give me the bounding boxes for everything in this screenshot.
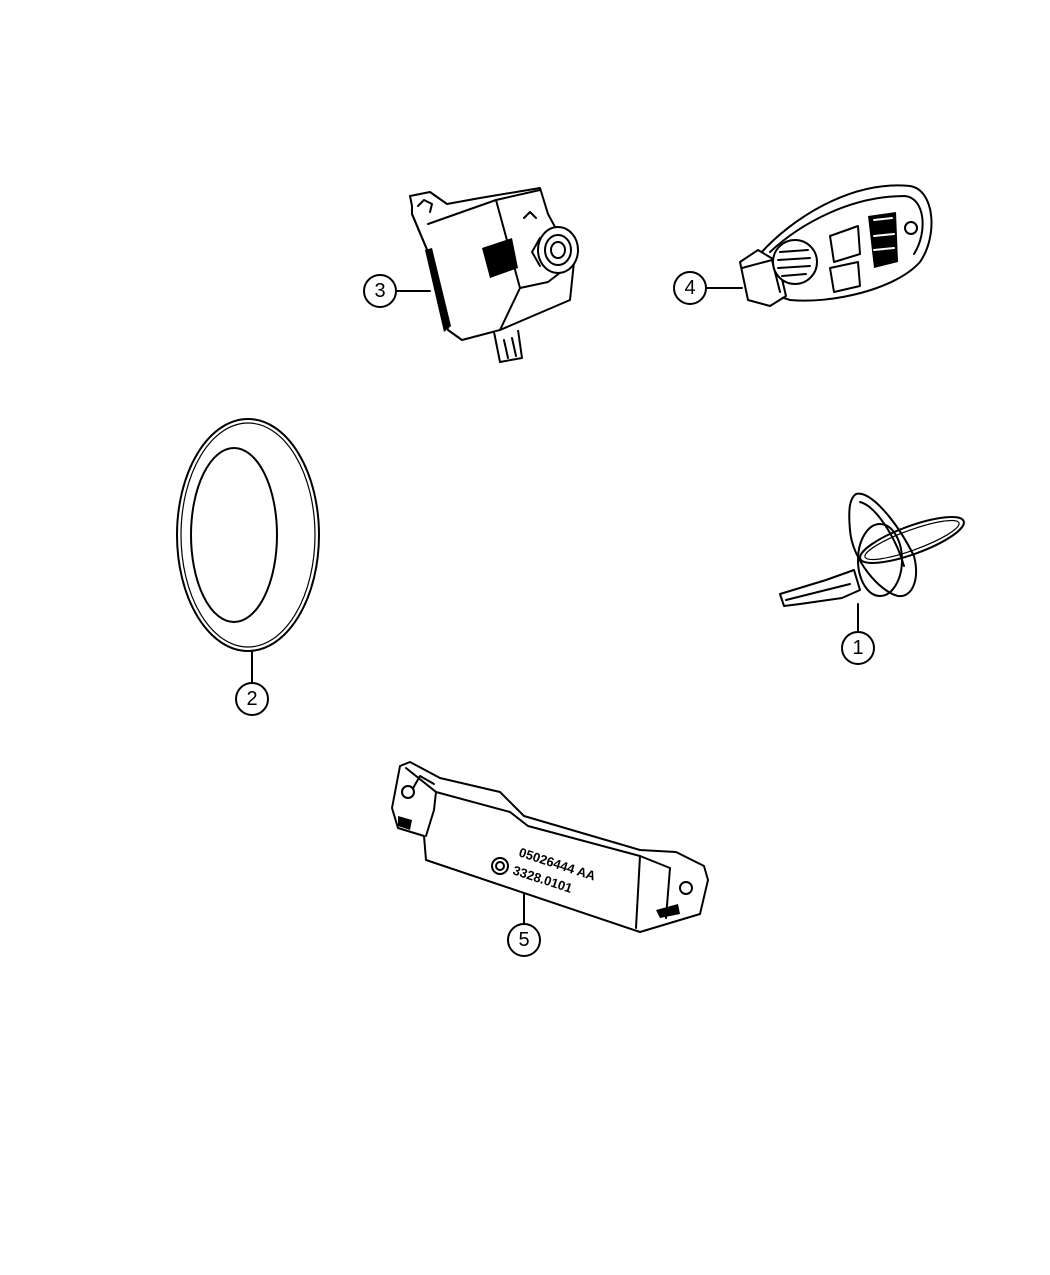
callout-1: 1	[841, 631, 875, 665]
mopar-logo-icon	[491, 857, 509, 875]
callout-1-circle	[841, 631, 875, 665]
callout-4: 4	[673, 271, 707, 305]
callout-2: 2	[235, 682, 269, 716]
immobilizer-module-part: 05026444 AA 3328.0101	[391, 761, 709, 933]
callout-3-circle	[363, 274, 397, 308]
bezel-ring-part	[176, 418, 320, 652]
key-blank-part	[779, 492, 965, 607]
callout-4-label: 4	[684, 277, 695, 299]
callout-5: 5	[507, 923, 541, 957]
callout-1-label: 1	[852, 637, 863, 659]
key-fob-part	[739, 184, 933, 307]
callout-5-circle	[507, 923, 541, 957]
ignition-switch-part	[409, 187, 579, 363]
callout-5-label: 5	[518, 929, 529, 951]
callout-4-circle	[673, 271, 707, 305]
mopar-logo-inner	[495, 861, 505, 871]
callout-3-label: 3	[374, 280, 385, 302]
callout-3: 3	[363, 274, 397, 308]
callout-2-label: 2	[246, 688, 257, 710]
callout-2-circle	[235, 682, 269, 716]
